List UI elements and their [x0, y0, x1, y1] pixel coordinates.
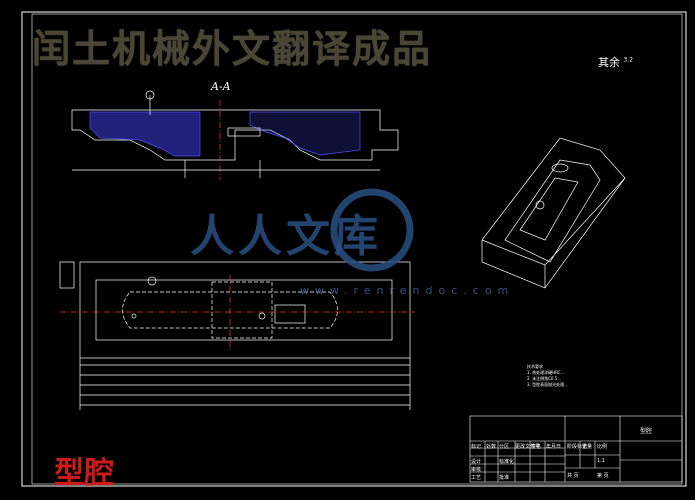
roughness-label: 其余	[598, 56, 620, 69]
tb-cell: 处数	[486, 444, 497, 450]
tb-cell: 第 页	[597, 473, 609, 479]
notes-line: 3. 型腔表面抛光处理...	[527, 382, 568, 387]
tb-cell: 批准	[499, 475, 510, 481]
notes-line: 2. 未注倒角C0.5...	[527, 376, 562, 381]
tb-cell: 设计	[471, 459, 482, 465]
watermark-text: 人人文库	[190, 211, 382, 262]
section-label: A-A	[211, 80, 231, 93]
technical-notes: 技术要求 1. 热处理淬硬HRC... 2. 未注倒角C0.5... 3. 型腔…	[527, 364, 568, 388]
notes-line: 1. 热处理淬硬HRC...	[527, 370, 565, 375]
tb-cell: 分区	[499, 444, 510, 450]
tb-cell: 更改文件号	[515, 444, 541, 450]
tb-cell: 标记	[471, 444, 482, 450]
section-view	[71, 90, 399, 180]
watermark-logo	[330, 188, 414, 272]
tb-cell: 工艺	[471, 475, 482, 481]
title-block	[469, 415, 683, 483]
tb-cell: 重量	[582, 444, 593, 450]
plan-view	[59, 261, 415, 410]
watermark-url: www.renrendoc.com	[300, 284, 515, 297]
tb-cell: 年月日	[546, 444, 562, 450]
tb-cell: 比例	[597, 444, 608, 450]
drawing-caption: 型腔	[54, 456, 114, 491]
tb-cell: 审核	[471, 467, 482, 473]
tb-cell: 签名	[531, 444, 542, 450]
tb-cell: 标准化	[499, 459, 515, 465]
roughness-note: 其余 3.2	[598, 54, 633, 70]
banner-title: 闰土机械外文翻译成品	[32, 27, 433, 71]
tb-cell: 1:1	[597, 458, 606, 464]
tb-cell: 共 页	[567, 473, 579, 479]
tb-cell: 型腔	[640, 428, 653, 435]
isometric-view	[481, 137, 626, 289]
tb-cell: 阶段标记	[567, 444, 588, 450]
notes-title: 技术要求	[527, 364, 543, 369]
roughness-value: 3.2	[623, 56, 634, 64]
